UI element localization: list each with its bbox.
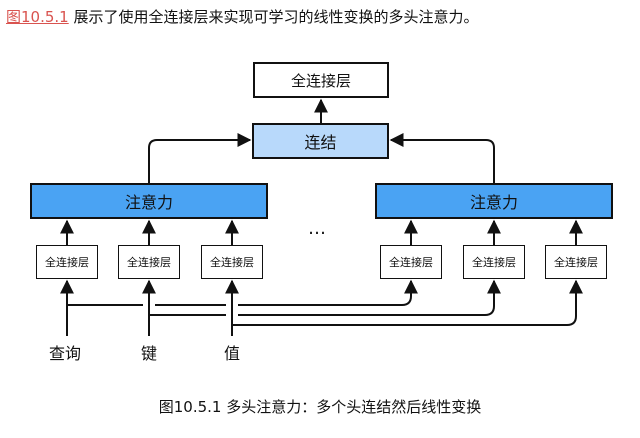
figure-caption: 图10.5.1 多头注意力：多个头连结然后线性变换: [158, 398, 482, 416]
input-label-value: 值: [224, 344, 241, 363]
fc-layer-value-right: 全连接层: [545, 245, 607, 279]
attention-head-left: 注意力: [30, 183, 268, 219]
figure-reference-link[interactable]: 图10.5.1: [6, 8, 69, 26]
fc-layer-key-right: 全连接层: [463, 245, 525, 279]
output-fully-connected-layer: 全连接层: [253, 62, 389, 98]
fc-layer-value-left: 全连接层: [201, 245, 263, 279]
fc-layer-key-left: 全连接层: [118, 245, 180, 279]
fc-layer-query-right: 全连接层: [380, 245, 442, 279]
concatenation-box: 连结: [252, 123, 389, 159]
ellipsis: …: [308, 218, 327, 239]
fc-layer-query-left: 全连接层: [36, 245, 98, 279]
arrow-attn-left-to-concat: [148, 133, 252, 183]
intro-text: 图10.5.1 展示了使用全连接层来实现可学习的线性变换的多头注意力。: [6, 6, 479, 27]
arrow-attn-right-to-concat: [389, 133, 495, 183]
intro-sentence: 展示了使用全连接层来实现可学习的线性变换的多头注意力。: [68, 8, 479, 26]
input-label-query: 查询: [49, 344, 82, 363]
input-label-key: 键: [141, 344, 158, 363]
attention-head-right: 注意力: [375, 183, 613, 219]
